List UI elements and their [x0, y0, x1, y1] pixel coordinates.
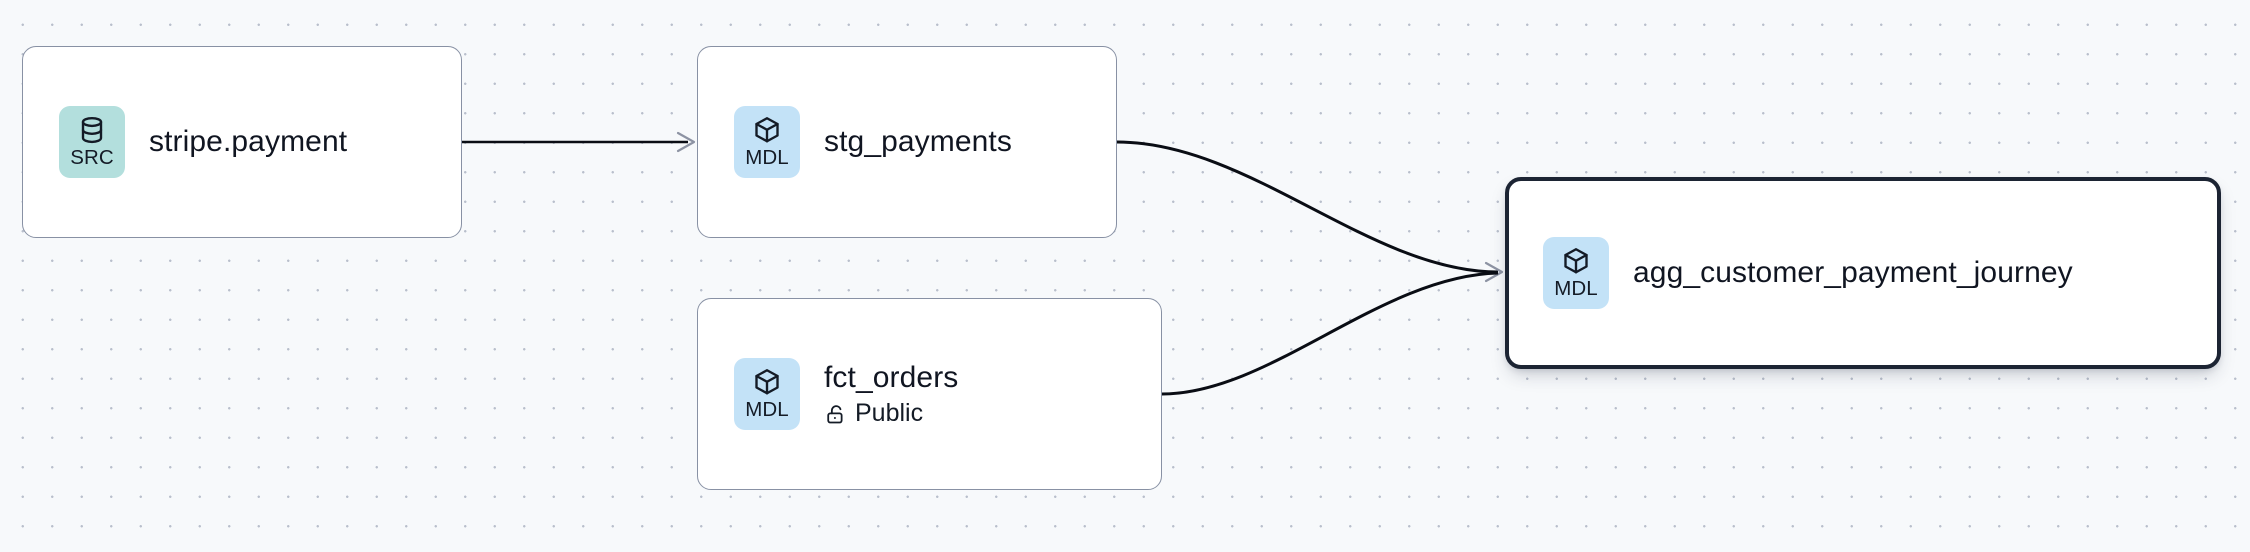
cube-icon	[1564, 248, 1588, 274]
node-type-badge-src: SRC	[59, 106, 125, 178]
node-type-badge-mdl: MDL	[734, 358, 800, 430]
badge-label: MDL	[745, 398, 789, 422]
lineage-node-stg-payments[interactable]: MDL stg_payments	[697, 46, 1117, 238]
node-body: agg_customer_payment_journey	[1633, 255, 2073, 290]
badge-label: MDL	[745, 146, 789, 170]
edge-stg-payments-to-agg-journey	[1116, 140, 1504, 283]
node-type-badge-mdl: MDL	[734, 106, 800, 178]
database-icon	[81, 117, 103, 144]
node-body: stripe.payment	[149, 124, 347, 159]
node-title: agg_customer_payment_journey	[1633, 256, 2073, 290]
node-type-badge-mdl: MDL	[1543, 237, 1609, 309]
edge-fct-orders-to-agg-journey	[1161, 271, 1499, 396]
cube-icon	[755, 369, 779, 395]
node-title: stripe.payment	[149, 125, 348, 159]
badge-label: SRC	[70, 146, 114, 170]
edge-stripe-payment-to-stg-payments	[462, 131, 696, 153]
node-body: stg_payments	[824, 124, 1012, 159]
lineage-node-agg-customer-payment-journey[interactable]: MDL agg_customer_payment_journey	[1505, 177, 2221, 369]
node-title: fct_orders	[824, 361, 959, 395]
badge-label: MDL	[1554, 277, 1598, 301]
unlock-icon	[827, 404, 843, 424]
node-visibility: Public	[824, 400, 958, 428]
lineage-node-fct-orders[interactable]: MDL fct_orders Public	[697, 298, 1162, 490]
node-visibility-label: Public	[855, 399, 924, 428]
node-body: fct_orders Public	[824, 360, 958, 428]
cube-icon	[755, 117, 779, 143]
node-title: stg_payments	[824, 125, 1012, 159]
lineage-node-stripe-payment[interactable]: SRC stripe.payment	[22, 46, 462, 238]
